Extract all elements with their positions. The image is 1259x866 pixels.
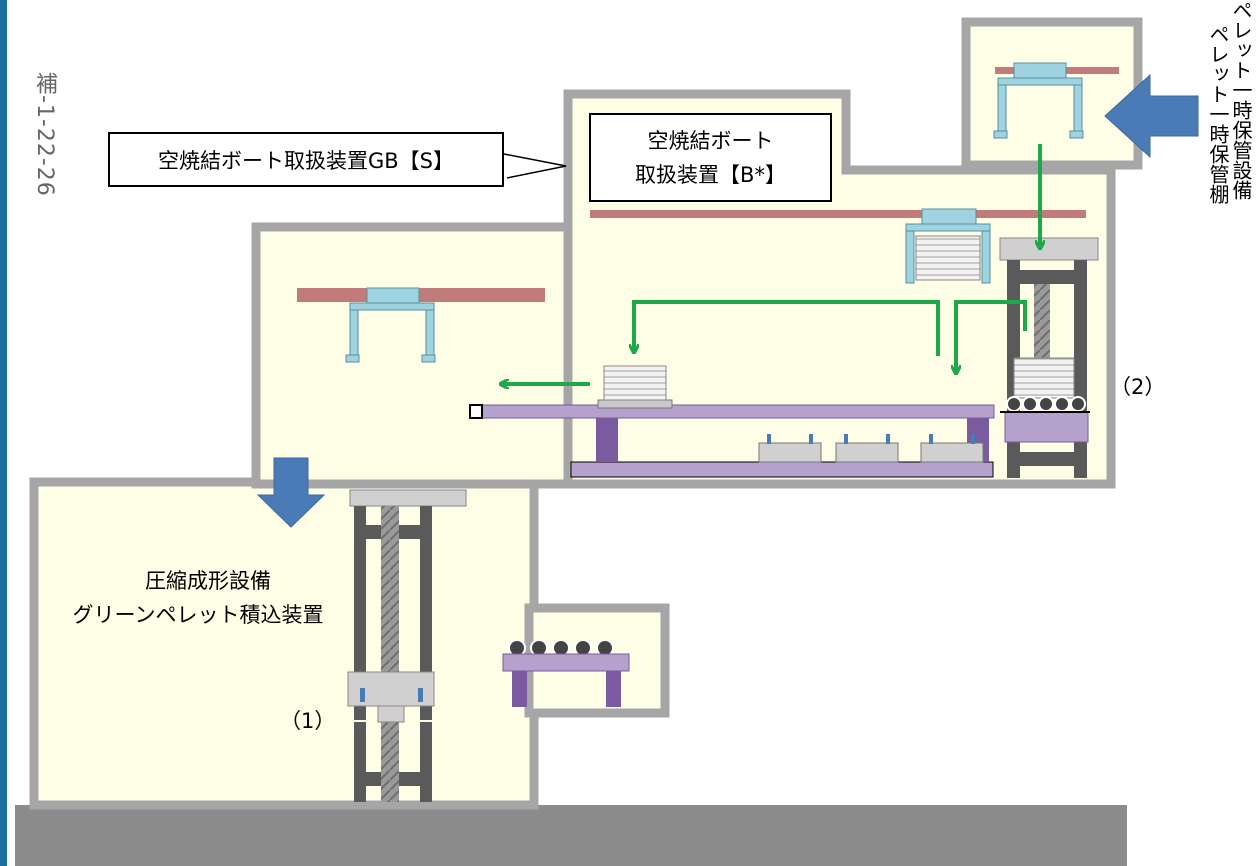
page-edge-bar [0,0,7,866]
label-press-line2: グリーンペレット積込装置 [72,603,324,627]
label-pellet-shelf: ペレット一時保管棚 [1206,24,1230,204]
marker-2: （2） [1110,375,1166,399]
label-pellet-facility: ペレット一時保管設備 [1229,0,1253,200]
label-press-line1: 圧縮成形設備 [145,569,271,593]
label-boat-device-line1: 空焼結ボート [647,128,774,153]
room-gb [251,222,573,489]
floor-slab [15,805,1127,866]
room-press [29,477,539,810]
elevator-2 [999,237,1099,478]
arrow-down-icon [256,457,326,528]
crane-boat [590,208,1086,284]
flow-arrows [502,144,1040,384]
page-number: 補-1-22-26 [32,72,57,197]
label-gb-device: 空焼結ボート取扱装置GB【S】 [108,132,504,187]
elevator-1 [347,489,467,802]
label-boat-device: 空焼結ボート 取扱装置【B*】 [589,113,832,202]
room-storage [961,17,1143,170]
conveyor-main [469,365,995,478]
roller-conveyor [502,639,630,707]
callout-pointer [503,153,567,179]
label-boat-device-line2: 取扱装置【B*】 [635,162,786,187]
crane-storage [993,62,1119,139]
marker-1: （1） [280,709,336,733]
crane-gb [297,287,545,363]
arrow-inbound-icon [1104,73,1199,159]
